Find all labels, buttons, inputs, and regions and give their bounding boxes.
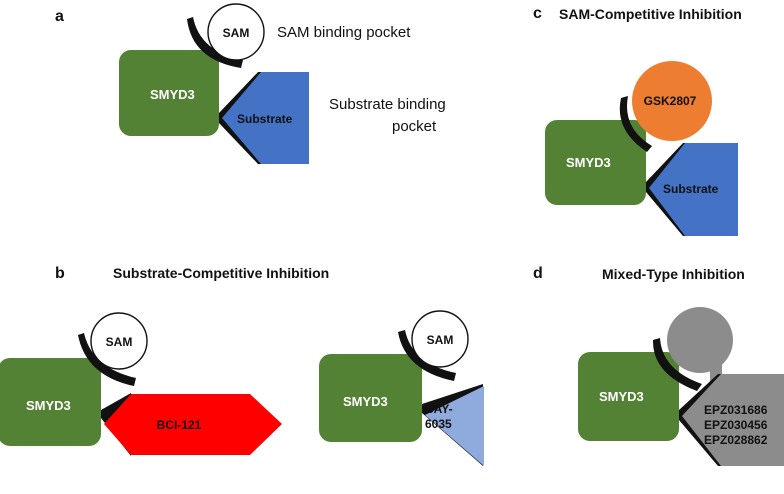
smyd3-label-b-right: SMYD3 (343, 394, 388, 409)
sam-pocket-label: SAM binding pocket (277, 24, 411, 41)
smyd3-enzyme-b-right (319, 354, 422, 442)
mixed-inhibitor-sam-lobe (667, 307, 733, 373)
panel-letter-a: a (55, 8, 64, 25)
substrate-pocket-label-2: pocket (392, 118, 437, 135)
epz-label-1: EPZ031686 (704, 403, 768, 417)
smyd3-enzyme-b-left (0, 358, 101, 446)
smyd3-enzyme-c (545, 120, 646, 205)
bay6035-shape (425, 386, 484, 466)
panel-title-b: Substrate-Competitive Inhibition (113, 265, 329, 281)
smyd3-enzyme-a (119, 50, 219, 136)
panel-a: a SMYD3 SAM Substrate SAM binding pocket… (55, 3, 446, 164)
panel-letter-c: c (533, 5, 542, 22)
panel-d: d Mixed-Type Inhibition SMYD3 EPZ031686 … (533, 265, 784, 466)
mixed-inhibitor-substrate-lobe (682, 374, 784, 466)
smyd3-label-c: SMYD3 (566, 155, 611, 170)
panel-letter-b: b (55, 265, 65, 282)
panel-b: b Substrate-Competitive Inhibition SMYD3… (0, 265, 484, 466)
smyd3-label-a: SMYD3 (150, 87, 195, 102)
sam-pocket-a (187, 17, 243, 68)
bay6035-label-2: 6035 (425, 417, 452, 431)
panel-title-c: SAM-Competitive Inhibition (559, 6, 742, 22)
epz-label-3: EPZ028862 (704, 433, 768, 447)
sam-circle-a (207, 3, 265, 61)
substrate-shape-a (222, 72, 309, 164)
gsk-pocket-c (619, 96, 652, 152)
panel-title-d: Mixed-Type Inhibition (602, 266, 745, 282)
substrate-pocket-label-1: Substrate binding (329, 96, 446, 113)
sam-label-a: SAM (223, 26, 250, 40)
sam-label-b-right: SAM (427, 333, 454, 347)
smyd3-enzyme-d (578, 352, 679, 441)
mixed-pocket-sam-d (652, 338, 702, 391)
smyd3-label-b-left: SMYD3 (26, 398, 71, 413)
panel-letter-d: d (533, 265, 543, 282)
bay6035-label-1: BAY- (425, 402, 453, 416)
substrate-label-a: Substrate (237, 112, 293, 126)
substrate-shape-c (649, 143, 738, 236)
gsk2807-circle (632, 61, 712, 141)
substrate-label-c: Substrate (663, 182, 719, 196)
epz-label-2: EPZ030456 (704, 418, 768, 432)
panel-c: c SAM-Competitive Inhibition SMYD3 GSK28… (533, 5, 742, 236)
bci121-label: BCI-121 (157, 418, 202, 432)
sam-circle-b-left (90, 312, 148, 370)
gsk2807-label: GSK2807 (644, 94, 697, 108)
sam-circle-b-right (411, 310, 469, 368)
sam-pocket-b-left (78, 333, 136, 386)
bci121-shape (104, 394, 282, 455)
smyd3-label-d: SMYD3 (599, 389, 644, 404)
sam-label-b-left: SAM (106, 335, 133, 349)
sam-pocket-b-right (398, 330, 456, 381)
